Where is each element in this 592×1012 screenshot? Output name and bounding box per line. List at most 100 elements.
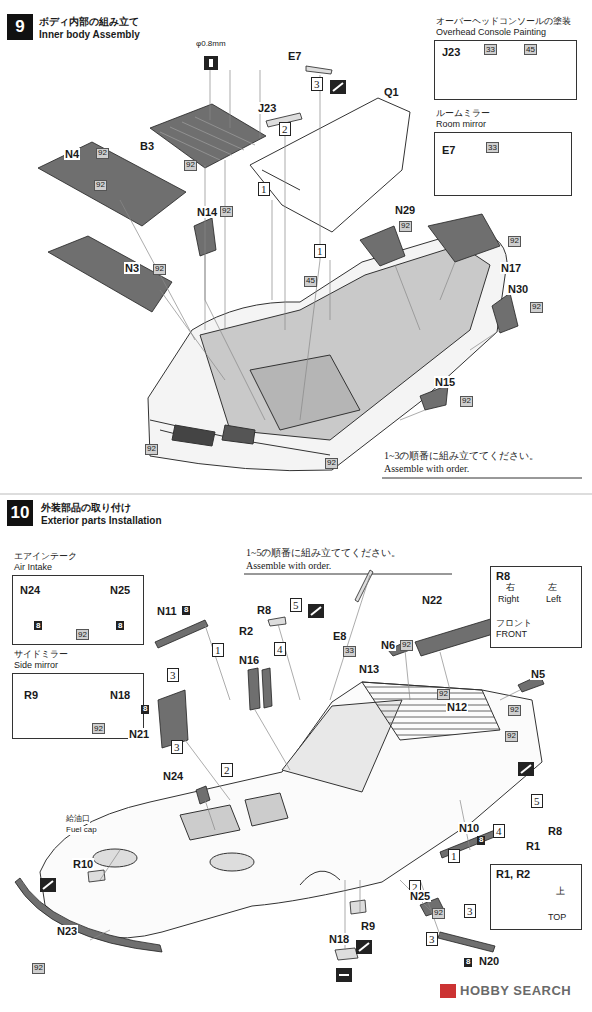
- watermark: HOBBY SEARCH: [460, 984, 571, 998]
- color-code: 8: [182, 606, 190, 615]
- color-code: 45: [524, 44, 537, 55]
- part-name: N10: [458, 822, 480, 834]
- order-number: 1: [448, 849, 460, 863]
- part-name: N29: [394, 204, 416, 216]
- part-name: R10: [72, 858, 94, 870]
- inset-box: ルームミラーRoom mirrorE733: [434, 108, 570, 194]
- color-code: 92: [400, 640, 413, 651]
- color-code: 92: [153, 264, 166, 275]
- part-name: N22: [421, 594, 443, 606]
- color-code: 92: [432, 908, 445, 919]
- color-code: 92: [325, 458, 338, 469]
- part-name: N13: [358, 663, 380, 675]
- step-heading: ボディ内部の組み立て: [39, 16, 139, 28]
- color-code: 8: [477, 836, 485, 845]
- order-number: 3: [311, 77, 323, 91]
- note-text: Fuel cap: [66, 826, 97, 835]
- color-code: 92: [145, 444, 158, 455]
- color-code: 8: [116, 621, 124, 630]
- part-name: B3: [139, 140, 155, 152]
- part-name: N3: [124, 262, 140, 274]
- part-name: N17: [500, 262, 522, 274]
- step-heading: Inner body Assembly: [39, 29, 140, 41]
- color-code: 92: [92, 723, 105, 734]
- logo-icon: [440, 984, 456, 998]
- inset-box: 10外装部品の取り付けExterior parts Installation: [7, 500, 227, 530]
- color-code: 92: [184, 160, 197, 171]
- roof-panel: [250, 98, 410, 232]
- part-name: E8: [332, 630, 347, 642]
- order-number: 5: [531, 794, 543, 808]
- color-code: 92: [94, 180, 107, 191]
- part-name: R8: [496, 570, 510, 583]
- note-text: Assemble with order.: [384, 463, 469, 474]
- part-name: J23: [257, 102, 277, 114]
- color-code: 33: [484, 44, 497, 55]
- step-number: 9: [7, 14, 33, 40]
- part-name: N11: [156, 605, 178, 617]
- part-name: N14: [196, 206, 218, 218]
- order-number: 2: [221, 763, 233, 777]
- part-name: R8: [547, 825, 563, 837]
- part-name: R9: [24, 689, 38, 702]
- color-code: 92: [96, 148, 109, 159]
- inset-text: オーバーヘッドコンソールの塗装: [436, 16, 571, 26]
- color-code: 92: [505, 731, 518, 742]
- order-number: 3: [464, 904, 476, 918]
- color-code: 92: [32, 963, 45, 974]
- color-code: 8: [141, 705, 149, 714]
- color-code: 8: [464, 958, 472, 967]
- order-number: 4: [274, 642, 286, 656]
- part-name: E7: [442, 144, 455, 157]
- part-name: N16: [238, 654, 260, 666]
- color-code: 92: [508, 236, 521, 247]
- inset-box: オーバーヘッドコンソールの塗装Overhead Console Painting…: [434, 16, 575, 98]
- inset-box: エアインテークAir IntakeN24N258928: [12, 551, 142, 643]
- order-number: 4: [493, 824, 505, 838]
- inset-text: Right: [498, 594, 519, 604]
- note-text: 1~3の順番に組み立ててください。: [384, 450, 539, 461]
- inset-text: フロント: [496, 618, 532, 628]
- note-text: φ0.8mm: [196, 40, 226, 49]
- part-name: E7: [287, 50, 302, 62]
- step-heading: Exterior parts Installation: [41, 515, 162, 527]
- part-name: N20: [478, 955, 500, 967]
- part-name: R1, R2: [496, 868, 530, 881]
- part-name: R8: [256, 604, 272, 616]
- part-name: N18: [110, 689, 130, 702]
- part-name: R1: [525, 840, 541, 852]
- part-name: N12: [446, 701, 468, 713]
- order-number: 1: [258, 182, 270, 196]
- part-name: J23: [442, 46, 460, 59]
- note-text: 1~5の順番に組み立ててください。: [246, 547, 401, 558]
- inset-text: 右: [506, 582, 515, 592]
- box-frame: [434, 132, 572, 196]
- inset-text: Overhead Console Painting: [436, 27, 546, 37]
- inset-text: Air Intake: [14, 562, 52, 572]
- inset-box: 9 ボディ内部の組み立てInner body Assembly: [7, 14, 207, 44]
- color-code: 92: [220, 206, 233, 217]
- section-divider: [0, 494, 592, 495]
- color-code: 92: [437, 689, 450, 700]
- part-name: N21: [128, 728, 150, 740]
- color-code: 92: [460, 396, 473, 407]
- inset-text: エアインテーク: [14, 551, 77, 561]
- part-name: N23: [56, 925, 78, 937]
- order-number: 5: [290, 598, 302, 612]
- note-underline: [244, 478, 582, 574]
- order-number: 3: [171, 740, 183, 754]
- color-code: 33: [343, 646, 356, 657]
- inset-text: TOP: [548, 912, 566, 922]
- color-code: 33: [486, 142, 499, 153]
- note-text: Assemble with order.: [246, 560, 331, 571]
- paint-icons: [40, 80, 534, 982]
- step-number: 10: [7, 500, 33, 526]
- part-name: R9: [360, 920, 376, 932]
- inset-box: R1, R2上TOP: [490, 864, 580, 928]
- color-code: 92: [508, 705, 521, 716]
- inset-box: サイドミラーSide mirrorR9N1892: [12, 649, 142, 737]
- inset-text: Left: [546, 594, 561, 604]
- order-number: 3: [426, 932, 438, 946]
- part-name: N5: [530, 668, 546, 680]
- parts: [38, 66, 518, 410]
